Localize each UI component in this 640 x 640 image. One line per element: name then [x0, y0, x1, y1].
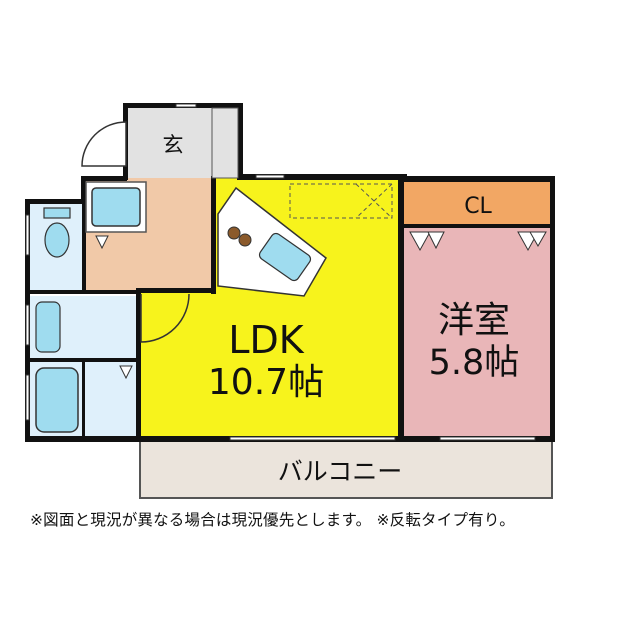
hall-marker	[95, 235, 109, 250]
washing-machine-icon	[91, 187, 141, 227]
stove-burner-icon	[227, 226, 241, 240]
storage-dashed	[289, 183, 393, 219]
ldk-door	[140, 293, 190, 343]
shoe-cabinet	[211, 107, 239, 179]
entrance-label: 玄	[163, 133, 184, 157]
balcony-label: バルコニー	[278, 457, 403, 486]
stove-burner-icon	[238, 233, 252, 247]
closet	[404, 182, 552, 226]
toilet-tank	[43, 207, 71, 219]
ldk-name: LDK	[228, 318, 304, 362]
closet-label: CL	[464, 194, 492, 219]
wash-basin	[35, 301, 61, 353]
bathtub-icon	[35, 367, 79, 433]
toilet-icon	[44, 222, 70, 258]
ldk-floor	[138, 178, 398, 438]
disclaimer-note: ※図面と現況が異なる場合は現況優先とします。 ※反転タイプ有り。	[30, 511, 515, 529]
windows	[25, 103, 536, 441]
western-room	[404, 228, 552, 438]
ldk-size: 10.7帖	[208, 362, 324, 403]
closet-doors	[409, 231, 547, 252]
western-room-size: 5.8帖	[429, 343, 520, 383]
entrance-door	[81, 121, 127, 167]
sink-icon	[258, 232, 312, 282]
western-room-name: 洋室	[438, 300, 510, 341]
balcony	[139, 439, 553, 499]
bath-door-marker	[119, 365, 133, 380]
